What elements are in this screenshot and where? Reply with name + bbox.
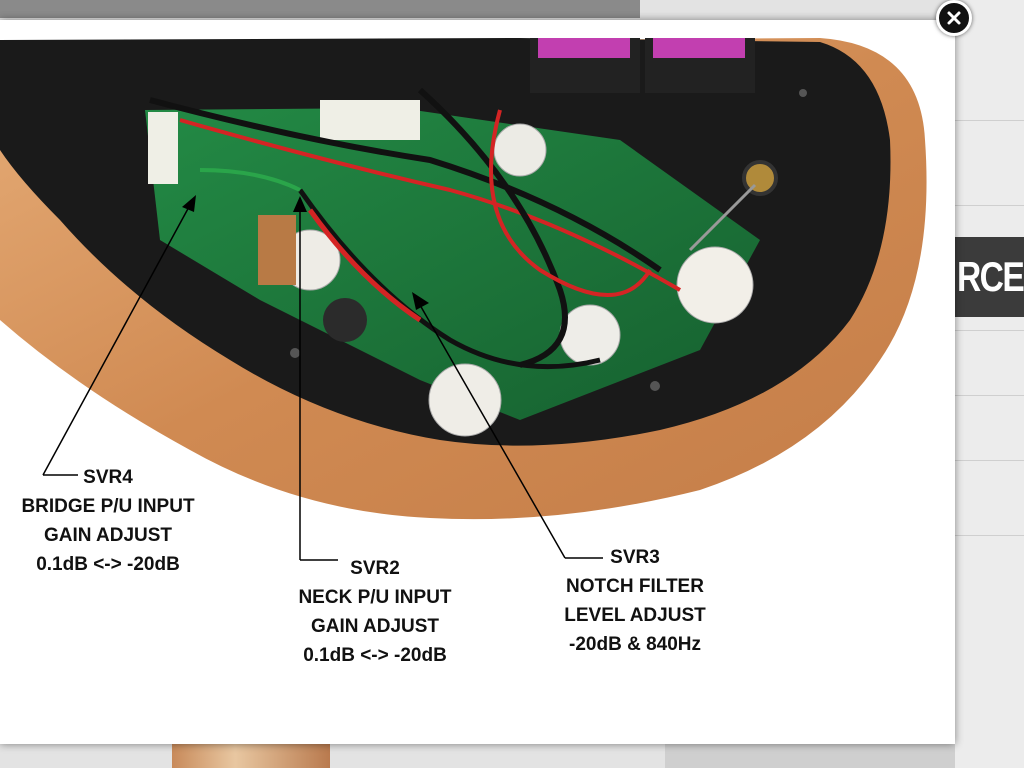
- callout-svr2: SVR2 NECK P/U INPUT GAIN ADJUST 0.1dB <-…: [275, 554, 475, 670]
- background-footer-block: [665, 744, 955, 768]
- callout-svr2-line4: 0.1dB <-> -20dB: [303, 645, 447, 666]
- callout-svr3-line1: SVR3: [610, 547, 660, 568]
- circuit-board-photo: [0, 38, 927, 561]
- callout-svr2-line3: GAIN ADJUST: [310, 616, 440, 637]
- callout-svr4-line1: SVR4: [83, 467, 133, 488]
- background-sidebar: [955, 0, 1024, 768]
- callout-svr4-line3: GAIN ADJUST: [43, 525, 173, 546]
- callout-svr3-line4: -20dB & 840Hz: [569, 634, 701, 655]
- callout-svr4-line2: BRIDGE P/U INPUT: [21, 496, 195, 517]
- callout-svr4: SVR4 BRIDGE P/U INPUT GAIN ADJUST 0.1dB …: [8, 463, 208, 579]
- callout-svr2-line2: NECK P/U INPUT: [298, 587, 452, 608]
- callout-svr3-line3: LEVEL ADJUST: [564, 605, 706, 626]
- callout-svr4-line4: 0.1dB <-> -20dB: [36, 554, 180, 575]
- callout-svr3-line2: NOTCH FILTER: [566, 576, 704, 597]
- close-button[interactable]: [936, 0, 972, 36]
- background-header-strip: [0, 0, 640, 18]
- callout-svr2-line1: SVR2: [350, 558, 400, 579]
- close-icon: [947, 11, 961, 25]
- background-thumbnail[interactable]: [172, 744, 330, 768]
- callout-svr3: SVR3 NOTCH FILTER LEVEL ADJUST -20dB & 8…: [535, 543, 735, 659]
- lightbox-modal: SVR4 BRIDGE P/U INPUT GAIN ADJUST 0.1dB …: [0, 20, 955, 744]
